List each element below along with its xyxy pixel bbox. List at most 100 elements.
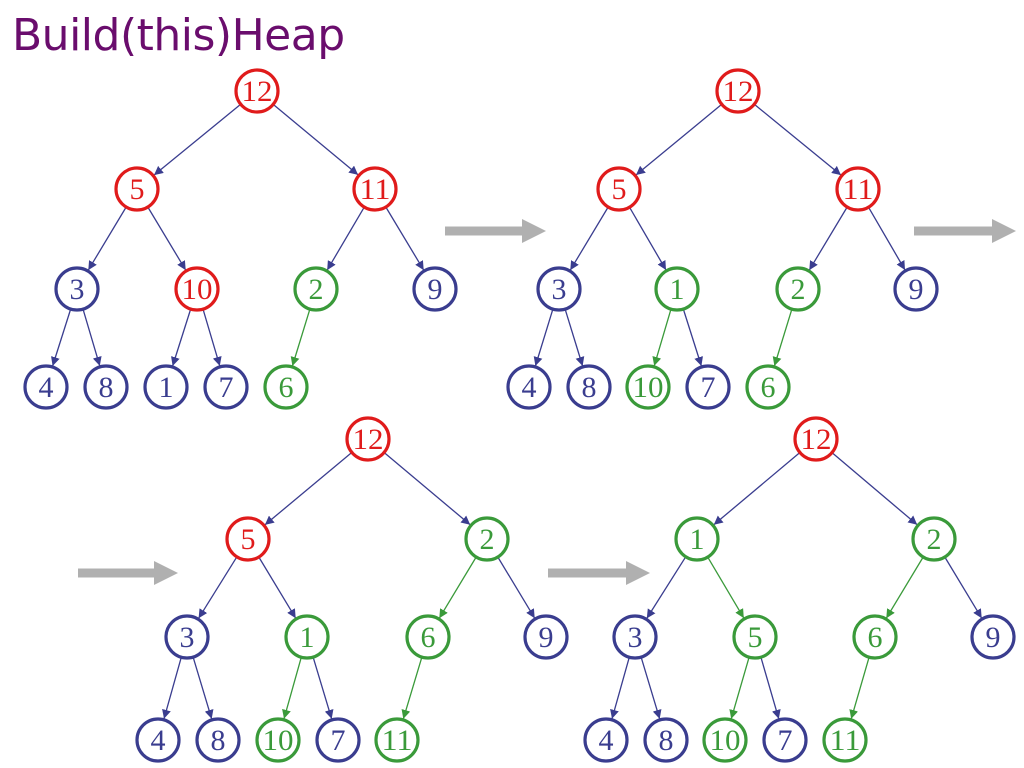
heap-node: 11 xyxy=(822,717,868,763)
tree-edge xyxy=(640,656,662,720)
tree-edge xyxy=(401,656,423,720)
heap-node-circle xyxy=(835,166,881,212)
heap-node: 4 xyxy=(506,364,552,410)
tree-edge xyxy=(312,656,334,720)
heap-node-value: 11 xyxy=(382,724,413,757)
heap-node: 5 xyxy=(732,614,778,660)
heap-node-circle xyxy=(174,266,220,312)
heap-node: 7 xyxy=(762,717,808,763)
tree-edge xyxy=(51,308,72,367)
heap-node: 10 xyxy=(625,364,671,410)
heap-node: 11 xyxy=(835,166,881,212)
heap-node: 2 xyxy=(775,266,821,312)
tree-edge xyxy=(628,206,667,271)
heap-node-circle xyxy=(596,166,642,212)
heap-node: 4 xyxy=(583,717,629,763)
heap-node: 6 xyxy=(852,614,898,660)
heap-node-value: 5 xyxy=(612,173,627,206)
heap-node: 12 xyxy=(715,68,761,114)
heap-node: 10 xyxy=(255,717,301,763)
heap-node-value: 10 xyxy=(182,273,213,306)
heap-node-circle xyxy=(822,717,868,763)
heap-node: 7 xyxy=(203,364,249,410)
heap-node: 6 xyxy=(745,364,791,410)
heap-node: 11 xyxy=(352,166,398,212)
heap-node-circle xyxy=(114,166,160,212)
tree-edge xyxy=(385,206,425,271)
tree-edge xyxy=(760,657,781,720)
heap-node-value: 6 xyxy=(761,371,776,404)
tree-edge xyxy=(82,308,102,367)
heap-node: 8 xyxy=(643,717,689,763)
heap-node-circle xyxy=(54,266,100,312)
heap-node: 3 xyxy=(536,266,582,312)
heap-node-value: 11 xyxy=(360,173,391,206)
heap-node-circle xyxy=(143,364,189,410)
heap-node-circle xyxy=(315,717,361,763)
heap-node-circle xyxy=(566,364,612,410)
tree-edge xyxy=(438,556,477,619)
heap-node-circle xyxy=(135,717,181,763)
heap-node: 11 xyxy=(374,717,420,763)
tree-edge xyxy=(713,452,801,526)
heap-node-circle xyxy=(293,266,339,312)
tree-edge xyxy=(258,556,297,619)
tree-edge xyxy=(192,656,214,720)
heap-node: 3 xyxy=(54,266,100,312)
heap-node-circle xyxy=(255,717,301,763)
heap-node-circle xyxy=(732,614,778,660)
heap-node-circle xyxy=(345,416,391,462)
heap-node: 12 xyxy=(345,416,391,462)
heap-node: 12 xyxy=(234,68,280,114)
tree-edge xyxy=(147,206,187,271)
heap-node-circle xyxy=(284,614,330,660)
heap-node-circle xyxy=(702,717,748,763)
heap-node-circle xyxy=(536,266,582,312)
heap-node: 7 xyxy=(315,717,361,763)
heap-node-value: 6 xyxy=(279,371,294,404)
heap-node-value: 2 xyxy=(309,273,324,306)
heap-node-value: 11 xyxy=(843,173,874,206)
heap-node-circle xyxy=(775,266,821,312)
heap-node-value: 8 xyxy=(99,371,114,404)
heap-node-value: 4 xyxy=(522,371,537,404)
heap-node-circle xyxy=(352,166,398,212)
heap-node-circle xyxy=(464,516,510,562)
heap-node: 4 xyxy=(23,364,69,410)
heap-node-value: 3 xyxy=(180,621,195,654)
heap-node-value: 12 xyxy=(242,75,273,108)
heap-node-circle xyxy=(412,266,458,312)
heap-node-value: 3 xyxy=(552,273,567,306)
tree-edge xyxy=(264,451,353,526)
heap-node-value: 5 xyxy=(748,621,763,654)
heap-node-value: 4 xyxy=(151,724,166,757)
heap-node-value: 1 xyxy=(159,371,174,404)
heap-node-value: 4 xyxy=(599,724,614,757)
heap-node-value: 4 xyxy=(39,371,54,404)
heap-node-circle xyxy=(195,717,241,763)
heap-node-circle xyxy=(643,717,689,763)
heap-node-value: 10 xyxy=(633,371,664,404)
heap-node-circle xyxy=(852,614,898,660)
heap-node: 8 xyxy=(195,717,241,763)
tree-edge xyxy=(831,452,918,526)
heap-node-circle xyxy=(83,364,129,410)
heap-node-value: 1 xyxy=(300,621,315,654)
heap-node-value: 8 xyxy=(659,724,674,757)
heap-node-circle xyxy=(23,364,69,410)
heap-node-circle xyxy=(405,614,451,660)
heap-node-value: 6 xyxy=(868,621,883,654)
tree-edge xyxy=(153,103,242,176)
heap-node-circle xyxy=(374,717,420,763)
heap-node-value: 2 xyxy=(791,273,806,306)
heap-node: 1 xyxy=(674,516,720,562)
tree-edge xyxy=(635,103,723,176)
tree-edge xyxy=(171,308,192,367)
heap-node-circle xyxy=(715,68,761,114)
heap-node: 8 xyxy=(83,364,129,410)
heap-node-value: 9 xyxy=(428,273,443,306)
heap-node-circle xyxy=(745,364,791,410)
